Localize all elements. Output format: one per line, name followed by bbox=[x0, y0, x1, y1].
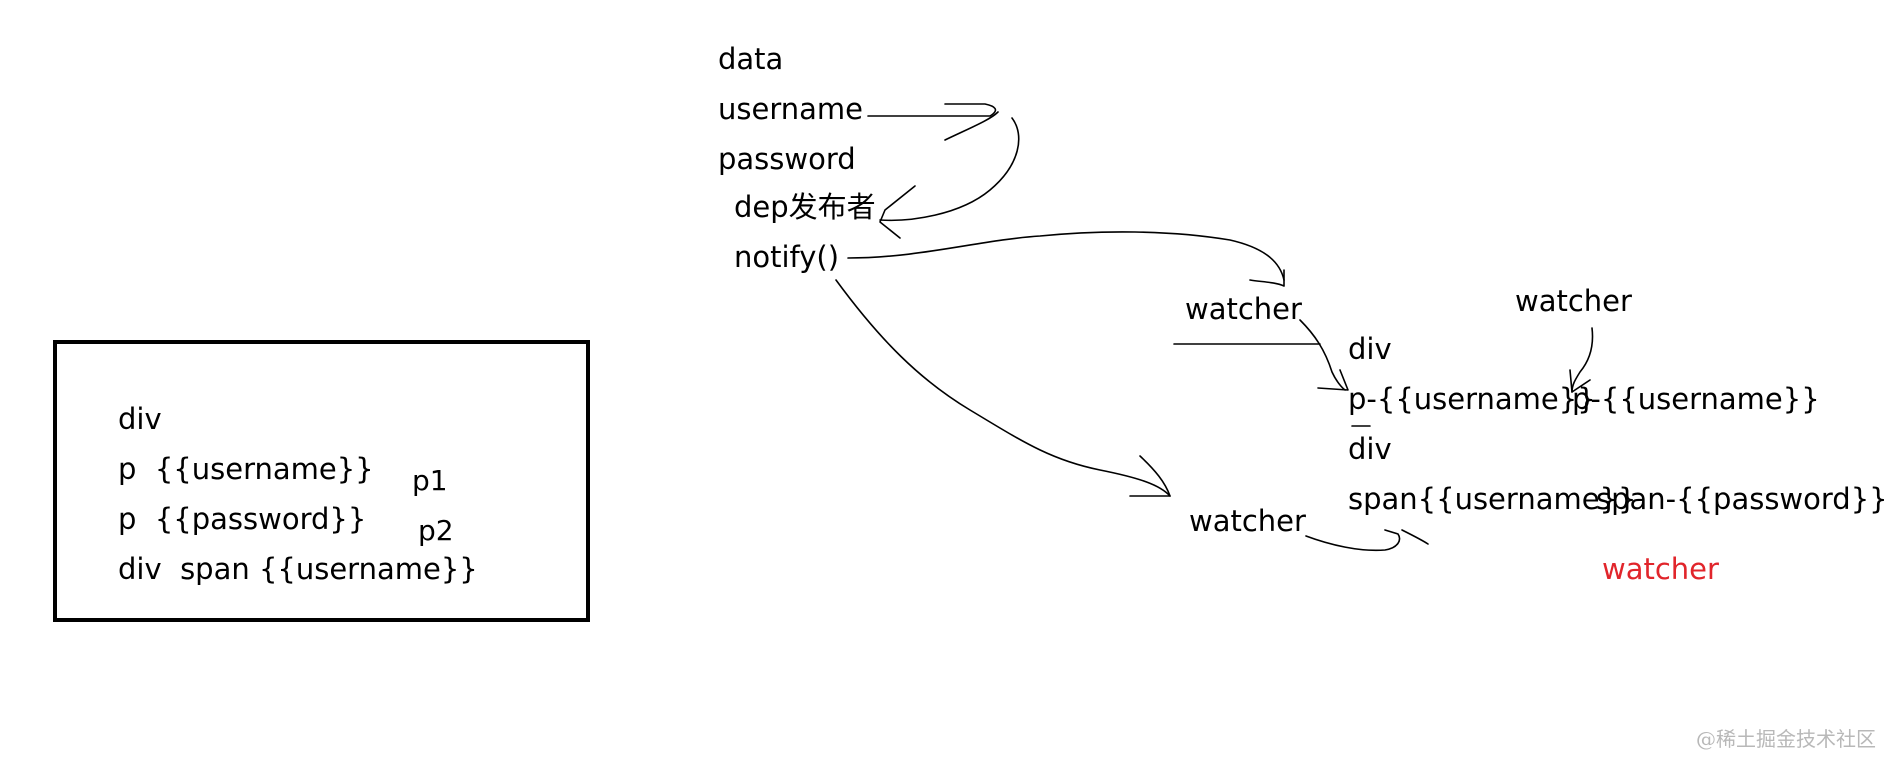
username-to-dep-curve bbox=[879, 117, 1020, 222]
username-arrow bbox=[867, 103, 997, 117]
dom-p-username-2: p-{{username}} bbox=[1572, 382, 1820, 416]
template-line-div-span: div span {{username}} bbox=[118, 552, 478, 586]
notify-bottom-arrow-head bbox=[1129, 455, 1171, 497]
dep-label: dep发布者 bbox=[734, 190, 876, 224]
template-line-p-password: p {{password}} bbox=[118, 502, 367, 536]
watcher-to-p-curve bbox=[1299, 319, 1346, 391]
password-field: password bbox=[718, 142, 856, 176]
username-arrow-head bbox=[944, 111, 999, 141]
template-line-div: div bbox=[118, 402, 162, 436]
watcher-to-p-head bbox=[1317, 369, 1349, 391]
dom-div-2: div bbox=[1348, 432, 1392, 466]
dom-p-username-1: p-{{username}} bbox=[1348, 382, 1596, 416]
bottom-watcher-tail bbox=[1401, 529, 1429, 545]
dep-arrow-head bbox=[879, 185, 916, 239]
watcher-red: watcher bbox=[1602, 552, 1719, 586]
notify-arrow-head bbox=[1249, 269, 1285, 287]
watcher-top-right: watcher bbox=[1515, 284, 1632, 318]
username-field: username bbox=[718, 92, 863, 126]
template-p2-label: p2 bbox=[418, 514, 454, 547]
bottom-watcher-curve bbox=[1305, 529, 1401, 552]
notify-label: notify() bbox=[734, 240, 840, 274]
notify-to-watcher-curve bbox=[847, 231, 1285, 281]
template-p1-label: p1 bbox=[412, 464, 448, 497]
dom-span-password: span-{{password}} bbox=[1596, 482, 1886, 516]
watermark: @稀土掘金技术社区 bbox=[1696, 727, 1876, 751]
template-line-p-username: p {{username}} bbox=[118, 452, 374, 486]
notify-to-watcher-bottom-curve bbox=[835, 279, 1171, 497]
data-label: data bbox=[718, 42, 784, 76]
dom-div-1: div bbox=[1348, 332, 1392, 366]
dom-span-username: span{{username}} bbox=[1348, 482, 1637, 516]
watcher-top-left: watcher bbox=[1185, 292, 1302, 326]
template-box bbox=[53, 340, 590, 622]
watcher-bottom: watcher bbox=[1189, 504, 1306, 538]
